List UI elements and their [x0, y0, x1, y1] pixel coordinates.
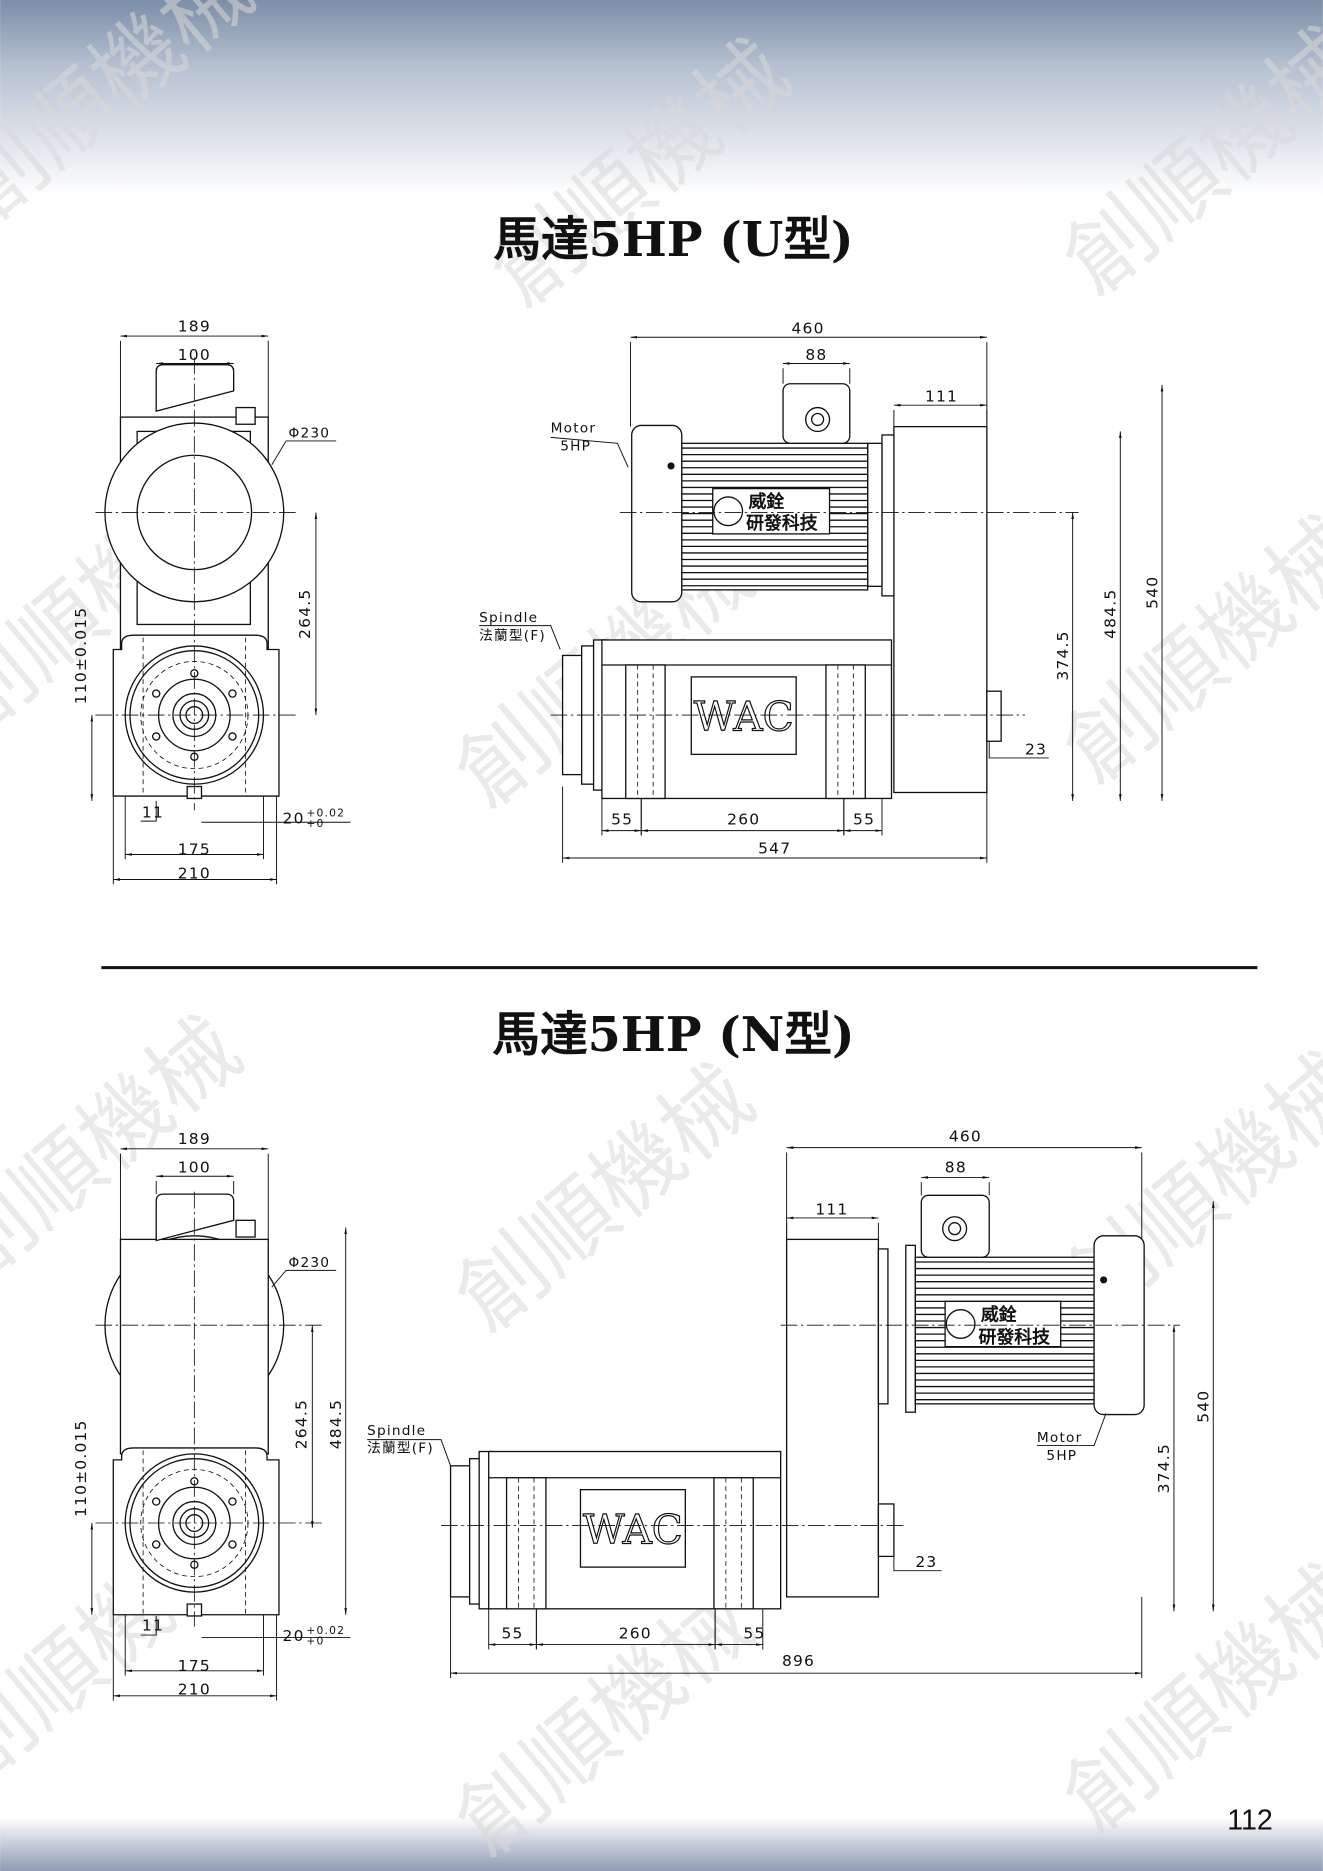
dim-189: 189: [178, 1130, 211, 1148]
header-banner: [0, 0, 1323, 197]
spindle-brand: WAC: [694, 693, 794, 741]
spindle-type: 法蘭型(F): [367, 1441, 434, 1457]
dim-110: 110±0.015: [72, 607, 90, 705]
motor-label: Motor: [551, 421, 597, 437]
brand-plate: [712, 487, 831, 535]
motor-power: 5HP: [1046, 1448, 1077, 1464]
leader-line: [988, 741, 1049, 759]
dim-260: 260: [727, 811, 760, 829]
leader-line: [479, 625, 561, 650]
dim-total-length: 896: [782, 1652, 815, 1670]
plate-line2: 研發科技: [978, 1326, 1050, 1348]
dim-100: 100: [178, 1159, 211, 1177]
motor-end-cap: [631, 424, 683, 603]
front-view-u: [95, 357, 299, 811]
dim-11: 11: [142, 1616, 164, 1634]
dim-20: 20: [283, 809, 305, 827]
plate-line1: 威銓: [981, 1303, 1017, 1325]
footer-band: [0, 1817, 1323, 1871]
motor-label: Motor: [1037, 1430, 1083, 1446]
dim-260: 260: [619, 1625, 652, 1643]
dim-374-5: 374.5: [1155, 1443, 1173, 1493]
plate-line2: 研發科技: [746, 512, 818, 534]
leader-line: [271, 440, 337, 466]
dim-55a: 55: [611, 811, 633, 829]
dim-dia230: Φ230: [288, 1255, 330, 1271]
dim-264-5: 264.5: [296, 589, 314, 639]
dim-374-5: 374.5: [1054, 630, 1072, 680]
watermark-text: 創順機械: [1044, 497, 1323, 803]
dim-264-5: 264.5: [292, 1399, 310, 1449]
leader-line: [140, 800, 157, 822]
side-view-n: 威銓 研發科技 WAC: [441, 1194, 1180, 1610]
dim-460: 460: [792, 320, 825, 338]
leader-line: [140, 1615, 157, 1636]
dim-88: 88: [945, 1159, 967, 1177]
dim-540: 540: [1194, 1390, 1212, 1423]
dim-20: 20: [283, 1627, 305, 1645]
wac-plate: [690, 676, 797, 756]
dim-20-tol-lower: +0: [306, 1635, 324, 1648]
dim-88: 88: [805, 346, 827, 364]
watermark-text: 創順機械: [1044, 1546, 1323, 1852]
section-title-u: 馬達5HP (U型): [493, 212, 853, 268]
leader-line: [893, 1556, 942, 1572]
dim-total-length: 547: [758, 839, 791, 857]
spindle-type: 法蘭型(F): [479, 628, 546, 644]
dim-175: 175: [178, 840, 211, 858]
dim-100: 100: [178, 346, 211, 364]
dim-20-tol-upper: +0.02: [306, 1624, 345, 1637]
dim-20-tol-lower: +0: [306, 817, 324, 830]
spindle-label: Spindle: [367, 1423, 426, 1439]
dim-55b: 55: [743, 1625, 765, 1643]
spindle-label: Spindle: [479, 610, 538, 626]
dim-460: 460: [949, 1128, 982, 1146]
section-title-n: 馬達5HP (N型): [492, 1007, 854, 1063]
dim-55b: 55: [853, 811, 875, 829]
dim-484-5: 484.5: [1102, 589, 1120, 639]
dim-484-5: 484.5: [327, 1399, 345, 1449]
leader-line: [271, 1269, 337, 1288]
dim-23: 23: [915, 1553, 937, 1571]
spindle-brand: WAC: [583, 1505, 683, 1553]
dim-11: 11: [142, 804, 164, 822]
leader-line: [550, 436, 629, 468]
dim-23: 23: [1025, 740, 1047, 758]
dim-55a: 55: [501, 1625, 523, 1643]
dim-20-tol-upper: +0.02: [306, 806, 345, 819]
brand-logo-icon: [945, 1309, 976, 1339]
page-number: 112: [1227, 1804, 1273, 1836]
dim-dia230: Φ230: [288, 425, 330, 441]
watermark-text: 創順機械: [436, 1045, 772, 1351]
dim-540: 540: [1143, 576, 1161, 609]
dim-110: 110±0.015: [72, 1419, 90, 1517]
dim-111: 111: [815, 1200, 848, 1218]
dim-175: 175: [178, 1657, 211, 1675]
dim-210: 210: [178, 864, 211, 882]
dim-189: 189: [178, 317, 211, 335]
dim-111: 111: [925, 388, 958, 406]
plate-line1: 威銓: [748, 491, 784, 513]
motor-power: 5HP: [560, 438, 591, 454]
leader-line: [367, 1439, 452, 1466]
side-view-u: 威銓 研發科技 WAC: [550, 383, 1079, 800]
brand-logo-icon: [713, 496, 744, 527]
front-view-n: [95, 1191, 322, 1627]
leader-line: [1036, 1413, 1107, 1447]
dimension-lines: [90, 334, 1215, 1701]
dim-210: 210: [178, 1681, 211, 1699]
